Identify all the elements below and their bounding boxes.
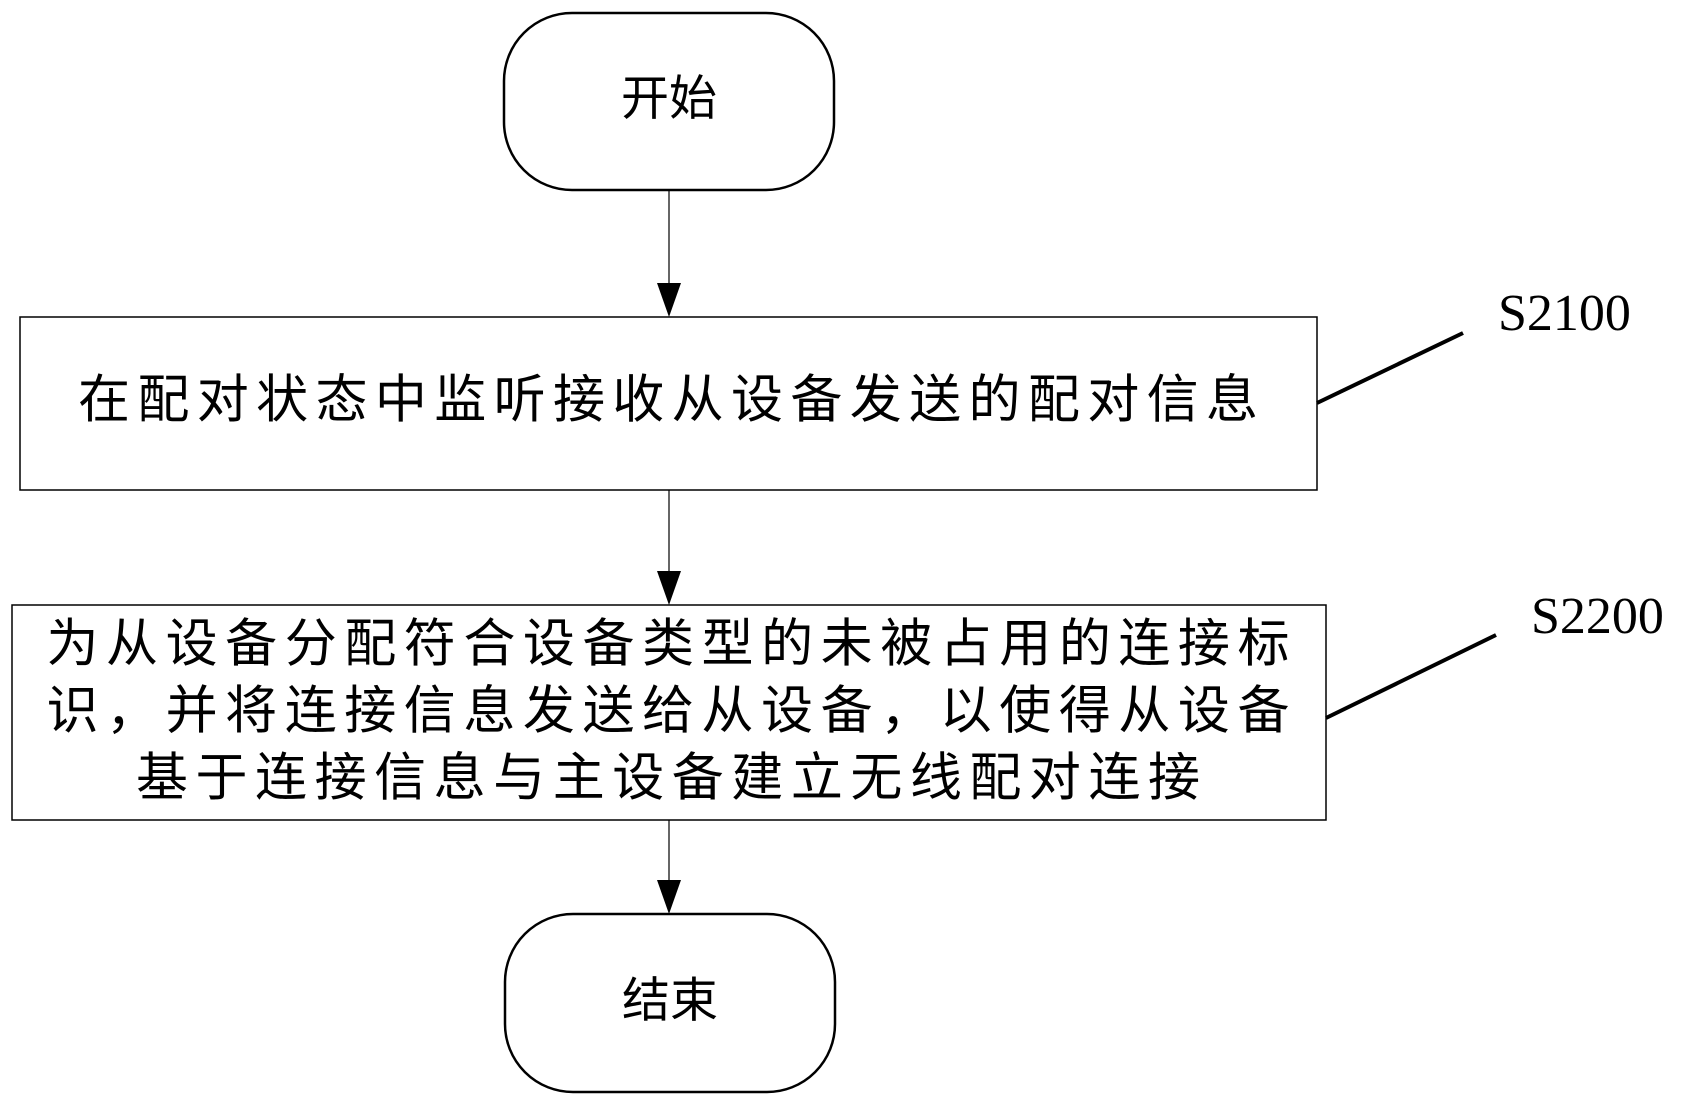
s2200-process-box — [11, 604, 1327, 821]
end-text: 结束 — [622, 973, 718, 1029]
end-terminal-shape — [503, 912, 837, 1094]
arrow-start-to-s2100 — [657, 190, 681, 317]
s2200-leader-line — [1325, 633, 1497, 720]
s2200-callout: S2200 — [1325, 588, 1664, 720]
arrowhead-icon — [657, 571, 681, 605]
arrow-s2100-to-s2200 — [657, 490, 681, 605]
start-text: 开始 — [621, 71, 717, 127]
s2200-text-line-2: 识，并将连接信息发送给从设备，以使得从设备 — [47, 682, 1290, 742]
s2200-text-line-1: 为从设备分配符合设备类型的未被占用的连接标 — [47, 615, 1290, 675]
arrowhead-icon — [657, 880, 681, 914]
end-node: 结束 — [503, 912, 837, 1094]
start-node: 开始 — [502, 11, 836, 192]
s2100-callout: S2100 — [1316, 285, 1631, 405]
s2200-node: 为从设备分配符合设备类型的未被占用的连接标 识，并将连接信息发送给从设备，以使得… — [11, 604, 1327, 821]
arrowhead-icon — [657, 283, 681, 317]
s2100-node: 在配对状态中监听接收从设备发送的配对信息 — [19, 316, 1318, 491]
s2100-process-box — [19, 316, 1318, 491]
s2100-leader-line — [1316, 331, 1464, 405]
s2200-step-label: S2200 — [1531, 588, 1664, 645]
s2100-step-label: S2100 — [1498, 285, 1631, 342]
arrow-s2200-to-end — [657, 820, 681, 914]
